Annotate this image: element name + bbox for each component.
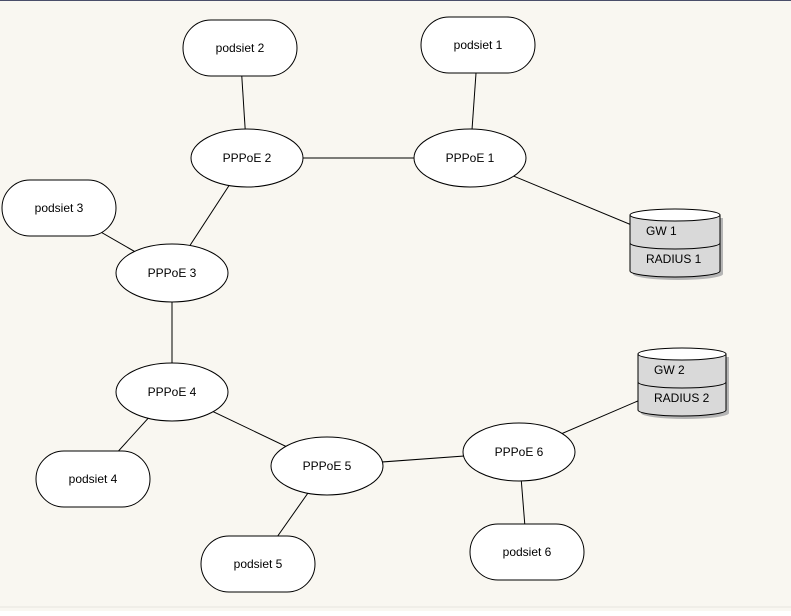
pppoe-node-pppoe1[interactable]: PPPoE 1 xyxy=(413,128,527,188)
database-divider xyxy=(637,381,727,389)
pppoe-shape xyxy=(413,128,527,188)
database-body xyxy=(629,214,721,278)
subnet-shape xyxy=(469,523,585,581)
subnet-shape xyxy=(420,16,536,74)
pppoe-label: PPPoE 3 xyxy=(148,266,197,280)
pppoe-label: PPPoE 5 xyxy=(303,459,352,473)
subnet-label: podsiet 4 xyxy=(69,472,118,486)
subnet-label: podsiet 6 xyxy=(503,545,552,559)
subnet-label: podsiet 5 xyxy=(234,557,283,571)
subnet-label: podsiet 1 xyxy=(454,38,503,52)
pppoe-shape xyxy=(462,422,576,482)
pppoe-node-pppoe6[interactable]: PPPoE 6 xyxy=(462,422,576,482)
pppoe-label: PPPoE 4 xyxy=(148,385,197,399)
subnet-node-podsiet4[interactable]: podsiet 4 xyxy=(35,450,151,508)
database-divider xyxy=(629,242,721,250)
subnet-shape xyxy=(200,535,316,593)
pppoe-node-pppoe5[interactable]: PPPoE 5 xyxy=(270,436,384,496)
subnet-node-podsiet3[interactable]: podsiet 3 xyxy=(1,179,117,237)
diagram-nodes: podsiet 1 podsiet 2 podsiet 3 podsiet 4 pods… xyxy=(1,16,729,593)
pppoe-label: PPPoE 6 xyxy=(495,445,544,459)
subnet-shape xyxy=(35,450,151,508)
pppoe-label: PPPoE 1 xyxy=(446,151,495,165)
database-top-label: GW 1 xyxy=(646,224,677,238)
database-body xyxy=(637,353,727,417)
subnet-node-podsiet1[interactable]: podsiet 1 xyxy=(420,16,536,74)
subnet-shape xyxy=(182,19,298,77)
database-bottom-label: RADIUS 1 xyxy=(646,252,702,266)
subnet-node-podsiet5[interactable]: podsiet 5 xyxy=(200,535,316,593)
subnet-shape xyxy=(1,179,117,237)
pppoe-shape xyxy=(115,243,229,303)
database-lid xyxy=(629,208,721,222)
database-node-db1[interactable]: GW 1 RADIUS 1 xyxy=(629,208,723,280)
database-node-db2[interactable]: GW 2 RADIUS 2 xyxy=(637,347,729,419)
pppoe-shape xyxy=(190,128,304,188)
database-top-label: GW 2 xyxy=(654,363,685,377)
subnet-label: podsiet 2 xyxy=(216,41,265,55)
database-lid xyxy=(637,347,727,361)
pppoe-node-pppoe3[interactable]: PPPoE 3 xyxy=(115,243,229,303)
database-bottom-label: RADIUS 2 xyxy=(654,391,710,405)
subnet-label: podsiet 3 xyxy=(35,201,84,215)
subnet-node-podsiet2[interactable]: podsiet 2 xyxy=(182,19,298,77)
pppoe-shape xyxy=(115,362,229,422)
pppoe-node-pppoe4[interactable]: PPPoE 4 xyxy=(115,362,229,422)
pppoe-label: PPPoE 2 xyxy=(223,151,272,165)
pppoe-shape xyxy=(270,436,384,496)
subnet-node-podsiet6[interactable]: podsiet 6 xyxy=(469,523,585,581)
pppoe-node-pppoe2[interactable]: PPPoE 2 xyxy=(190,128,304,188)
